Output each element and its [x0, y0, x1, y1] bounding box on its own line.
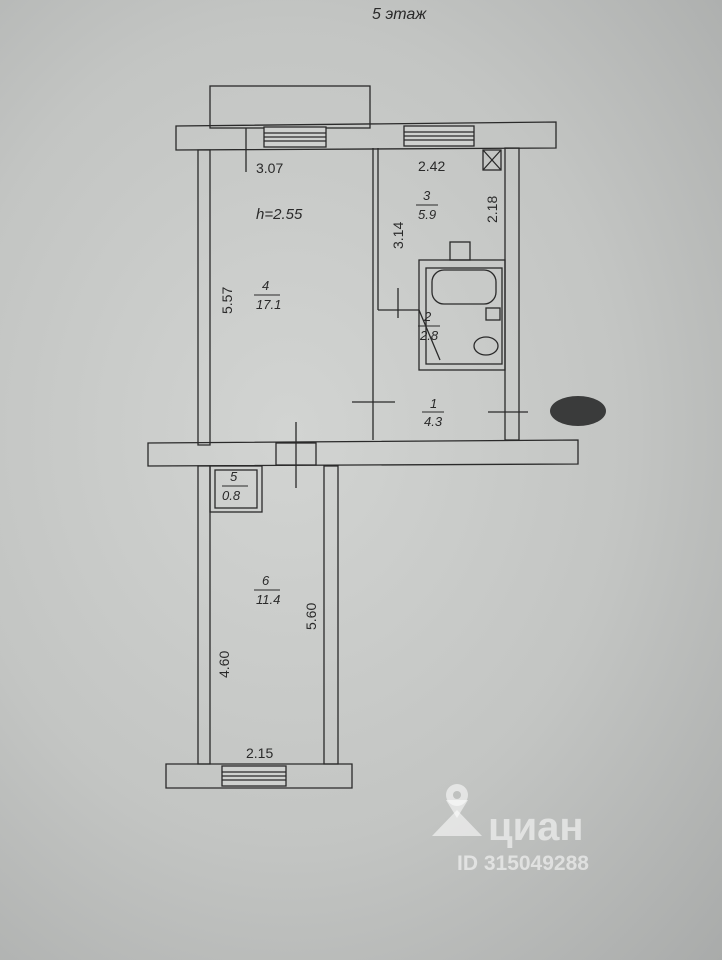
room2-number: 2 [424, 309, 432, 324]
ceiling-height: h=2.55 [256, 206, 303, 223]
top-wall [175, 121, 557, 151]
room6-number: 6 [262, 573, 270, 588]
room5-area: 0.8 [222, 488, 241, 503]
dim-room4-width: 3.07 [256, 160, 284, 176]
room3-number: 3 [423, 188, 431, 203]
right-wall-lower [323, 465, 339, 765]
room5-number: 5 [230, 469, 238, 484]
dim-room6-width: 2.15 [246, 745, 274, 761]
room6-area: 11.4 [256, 592, 281, 607]
left-wall-lower [197, 465, 211, 765]
room4-area: 17.1 [256, 297, 282, 312]
watermark-id: ID 315049288 [457, 852, 589, 875]
dim-room3-length: 3.14 [390, 221, 406, 249]
toilet [473, 336, 499, 356]
dim-room3-side: 2.18 [484, 195, 500, 223]
dim-room6-right: 5.60 [303, 602, 319, 630]
room2-area: 2.8 [420, 328, 439, 343]
room1-number: 1 [430, 396, 438, 411]
left-wall-upper [197, 149, 211, 446]
door-room6 [275, 422, 317, 488]
bathroom-door [418, 309, 441, 361]
window-room6 [221, 765, 287, 787]
window-room3 [403, 125, 475, 147]
right-wall-upper [504, 147, 520, 441]
balcony-outline [209, 85, 371, 129]
room1-area: 4.3 [424, 414, 443, 429]
bathtub [431, 269, 497, 305]
middle-wall [147, 439, 579, 467]
floor-label: 5 этаж [372, 6, 427, 23]
watermark-brand: циан [488, 805, 584, 849]
dim-room4-length: 5.57 [219, 286, 235, 314]
stove-sign [482, 149, 502, 171]
dim-room3-width: 2.42 [418, 158, 446, 174]
window-room4 [263, 126, 327, 148]
closet [209, 465, 263, 513]
redaction-mark [550, 396, 606, 426]
room4-number: 4 [262, 278, 270, 293]
sink [449, 241, 471, 261]
room3-area: 5.9 [418, 207, 437, 222]
bottom-wall [165, 763, 353, 789]
dim-room6-left: 4.60 [216, 650, 232, 678]
